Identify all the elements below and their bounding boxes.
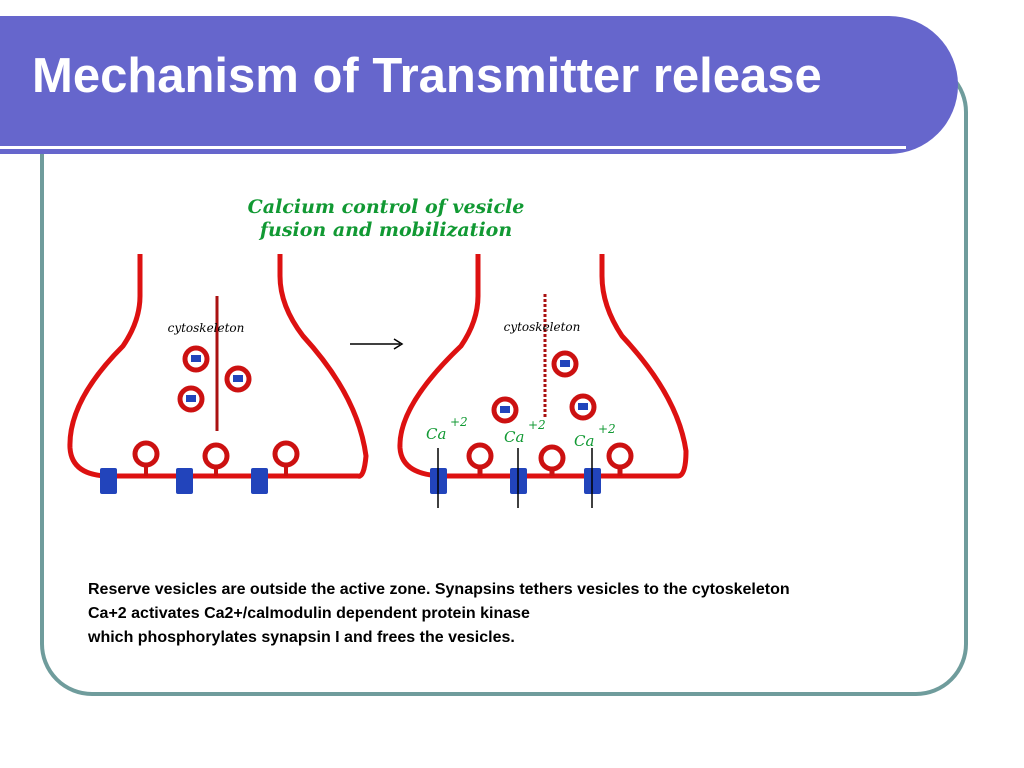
svg-text:Ca: Ca: [504, 428, 524, 446]
caption: Reserve vesicles are outside the active …: [88, 578, 878, 650]
right-fusing-vesicle-3: [606, 442, 634, 476]
right-freed-vesicle-1: [551, 350, 579, 378]
right-freed-vesicle-2: [491, 396, 519, 424]
transition-arrow: [350, 338, 404, 350]
right-terminal: cytoskeleton: [397, 254, 689, 508]
figure-title-line1: Calcium control of vesicle: [248, 196, 525, 218]
left-cytoskeleton-label: cytoskeleton: [168, 321, 245, 335]
left-calcium-channel-2: [176, 468, 193, 494]
right-fusing-vesicle-2: [538, 444, 566, 476]
title-banner: [0, 16, 958, 154]
calcium-label-1: Ca +2: [426, 415, 468, 443]
calcium-label-3: Ca +2: [574, 422, 616, 450]
svg-text:+2: +2: [598, 422, 616, 436]
right-fusing-vesicle-1: [466, 442, 494, 476]
svg-text:Ca: Ca: [426, 425, 446, 443]
title-underline: [0, 146, 906, 149]
left-docked-vesicle-1: [132, 440, 160, 476]
left-docked-vesicle-2: [202, 442, 230, 476]
svg-text:+2: +2: [528, 418, 546, 432]
left-reserve-vesicle-1: [182, 345, 210, 373]
left-reserve-vesicle-3: [177, 385, 205, 413]
synapse-diagram: Calcium control of vesicle fusion and mo…: [58, 186, 714, 538]
svg-text:Ca: Ca: [574, 432, 594, 450]
figure-title-line2: fusion and mobilization: [258, 219, 512, 241]
left-calcium-channel-1: [100, 468, 117, 494]
caption-line-3: which phosphorylates synapsin I and free…: [88, 629, 515, 646]
caption-line-1: Reserve vesicles are outside the active …: [88, 581, 790, 598]
calcium-label-2: Ca +2: [504, 418, 546, 446]
left-docked-vesicle-3: [272, 440, 300, 476]
right-freed-vesicle-3: [569, 393, 597, 421]
left-terminal-membrane: [67, 254, 369, 479]
left-calcium-channel-3: [251, 468, 268, 494]
diagram-background: [58, 186, 714, 538]
left-reserve-vesicle-2: [224, 365, 252, 393]
slide-title: Mechanism of Transmitter release: [32, 49, 822, 103]
right-cytoskeleton-label: cytoskeleton: [504, 320, 581, 334]
left-terminal: cytoskeleton: [67, 254, 369, 494]
caption-line-2: Ca+2 activates Ca2+/calmodulin dependent…: [88, 605, 530, 622]
right-terminal-membrane: [397, 254, 689, 479]
svg-text:+2: +2: [450, 415, 468, 429]
